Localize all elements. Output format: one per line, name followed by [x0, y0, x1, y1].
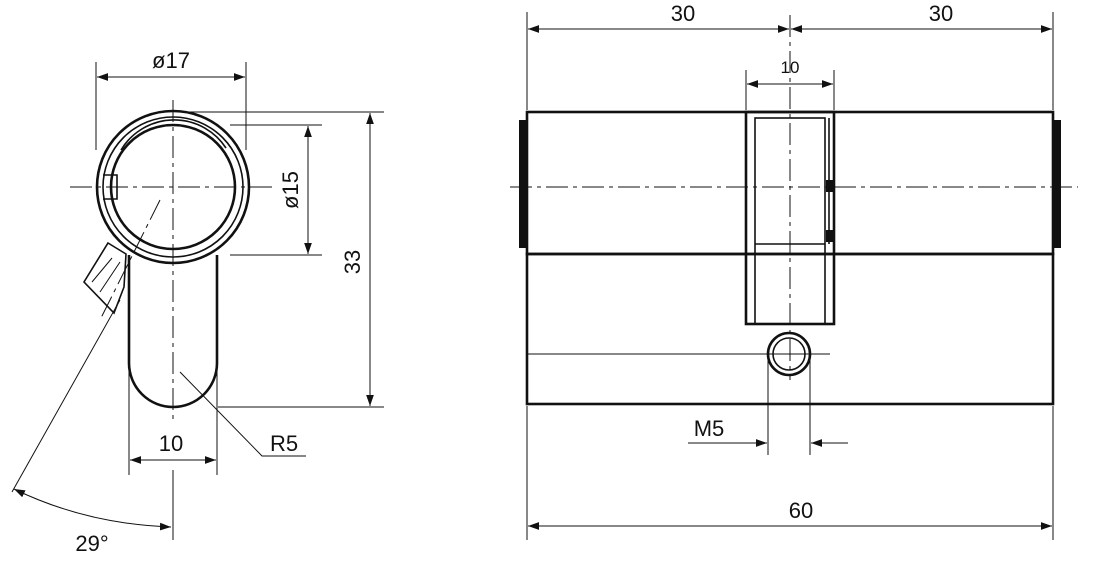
leader-r5 — [179, 371, 306, 457]
angle-arc — [13, 488, 172, 531]
dim-left-length-label: 30 — [671, 1, 695, 26]
dim-total-height-label: 33 — [340, 250, 365, 274]
front-view: 30 30 10 M5 60 — [510, 1, 1078, 540]
dim-screw-thread-label: M5 — [694, 416, 725, 441]
side-view: ø17 ø15 33 10 R5 29° — [11, 48, 384, 556]
angle-cam-line — [11, 299, 121, 493]
dim-cam-width-label: 10 — [781, 58, 800, 77]
dim-cam-angle-label: 29° — [75, 531, 108, 556]
dim-radius-label: R5 — [270, 431, 298, 456]
cylinder-body-lower — [525, 252, 1055, 406]
dim-inner-diameter-label: ø15 — [278, 171, 303, 209]
cam-detent-1 — [826, 180, 834, 192]
left-end-cap — [519, 120, 527, 248]
cam-centerline — [99, 199, 161, 321]
right-end-cap — [1053, 120, 1061, 248]
cam-slot-inner — [754, 117, 826, 325]
cam-nub — [82, 241, 127, 315]
dim-total-length-label: 60 — [789, 498, 813, 523]
cam-detent-2 — [826, 230, 834, 242]
cam-nub-shade — [91, 257, 121, 293]
dim-outer-diameter-label: ø17 — [152, 48, 190, 73]
dim-body-width-label: 10 — [159, 431, 183, 456]
dim-right-length-label: 30 — [929, 1, 953, 26]
